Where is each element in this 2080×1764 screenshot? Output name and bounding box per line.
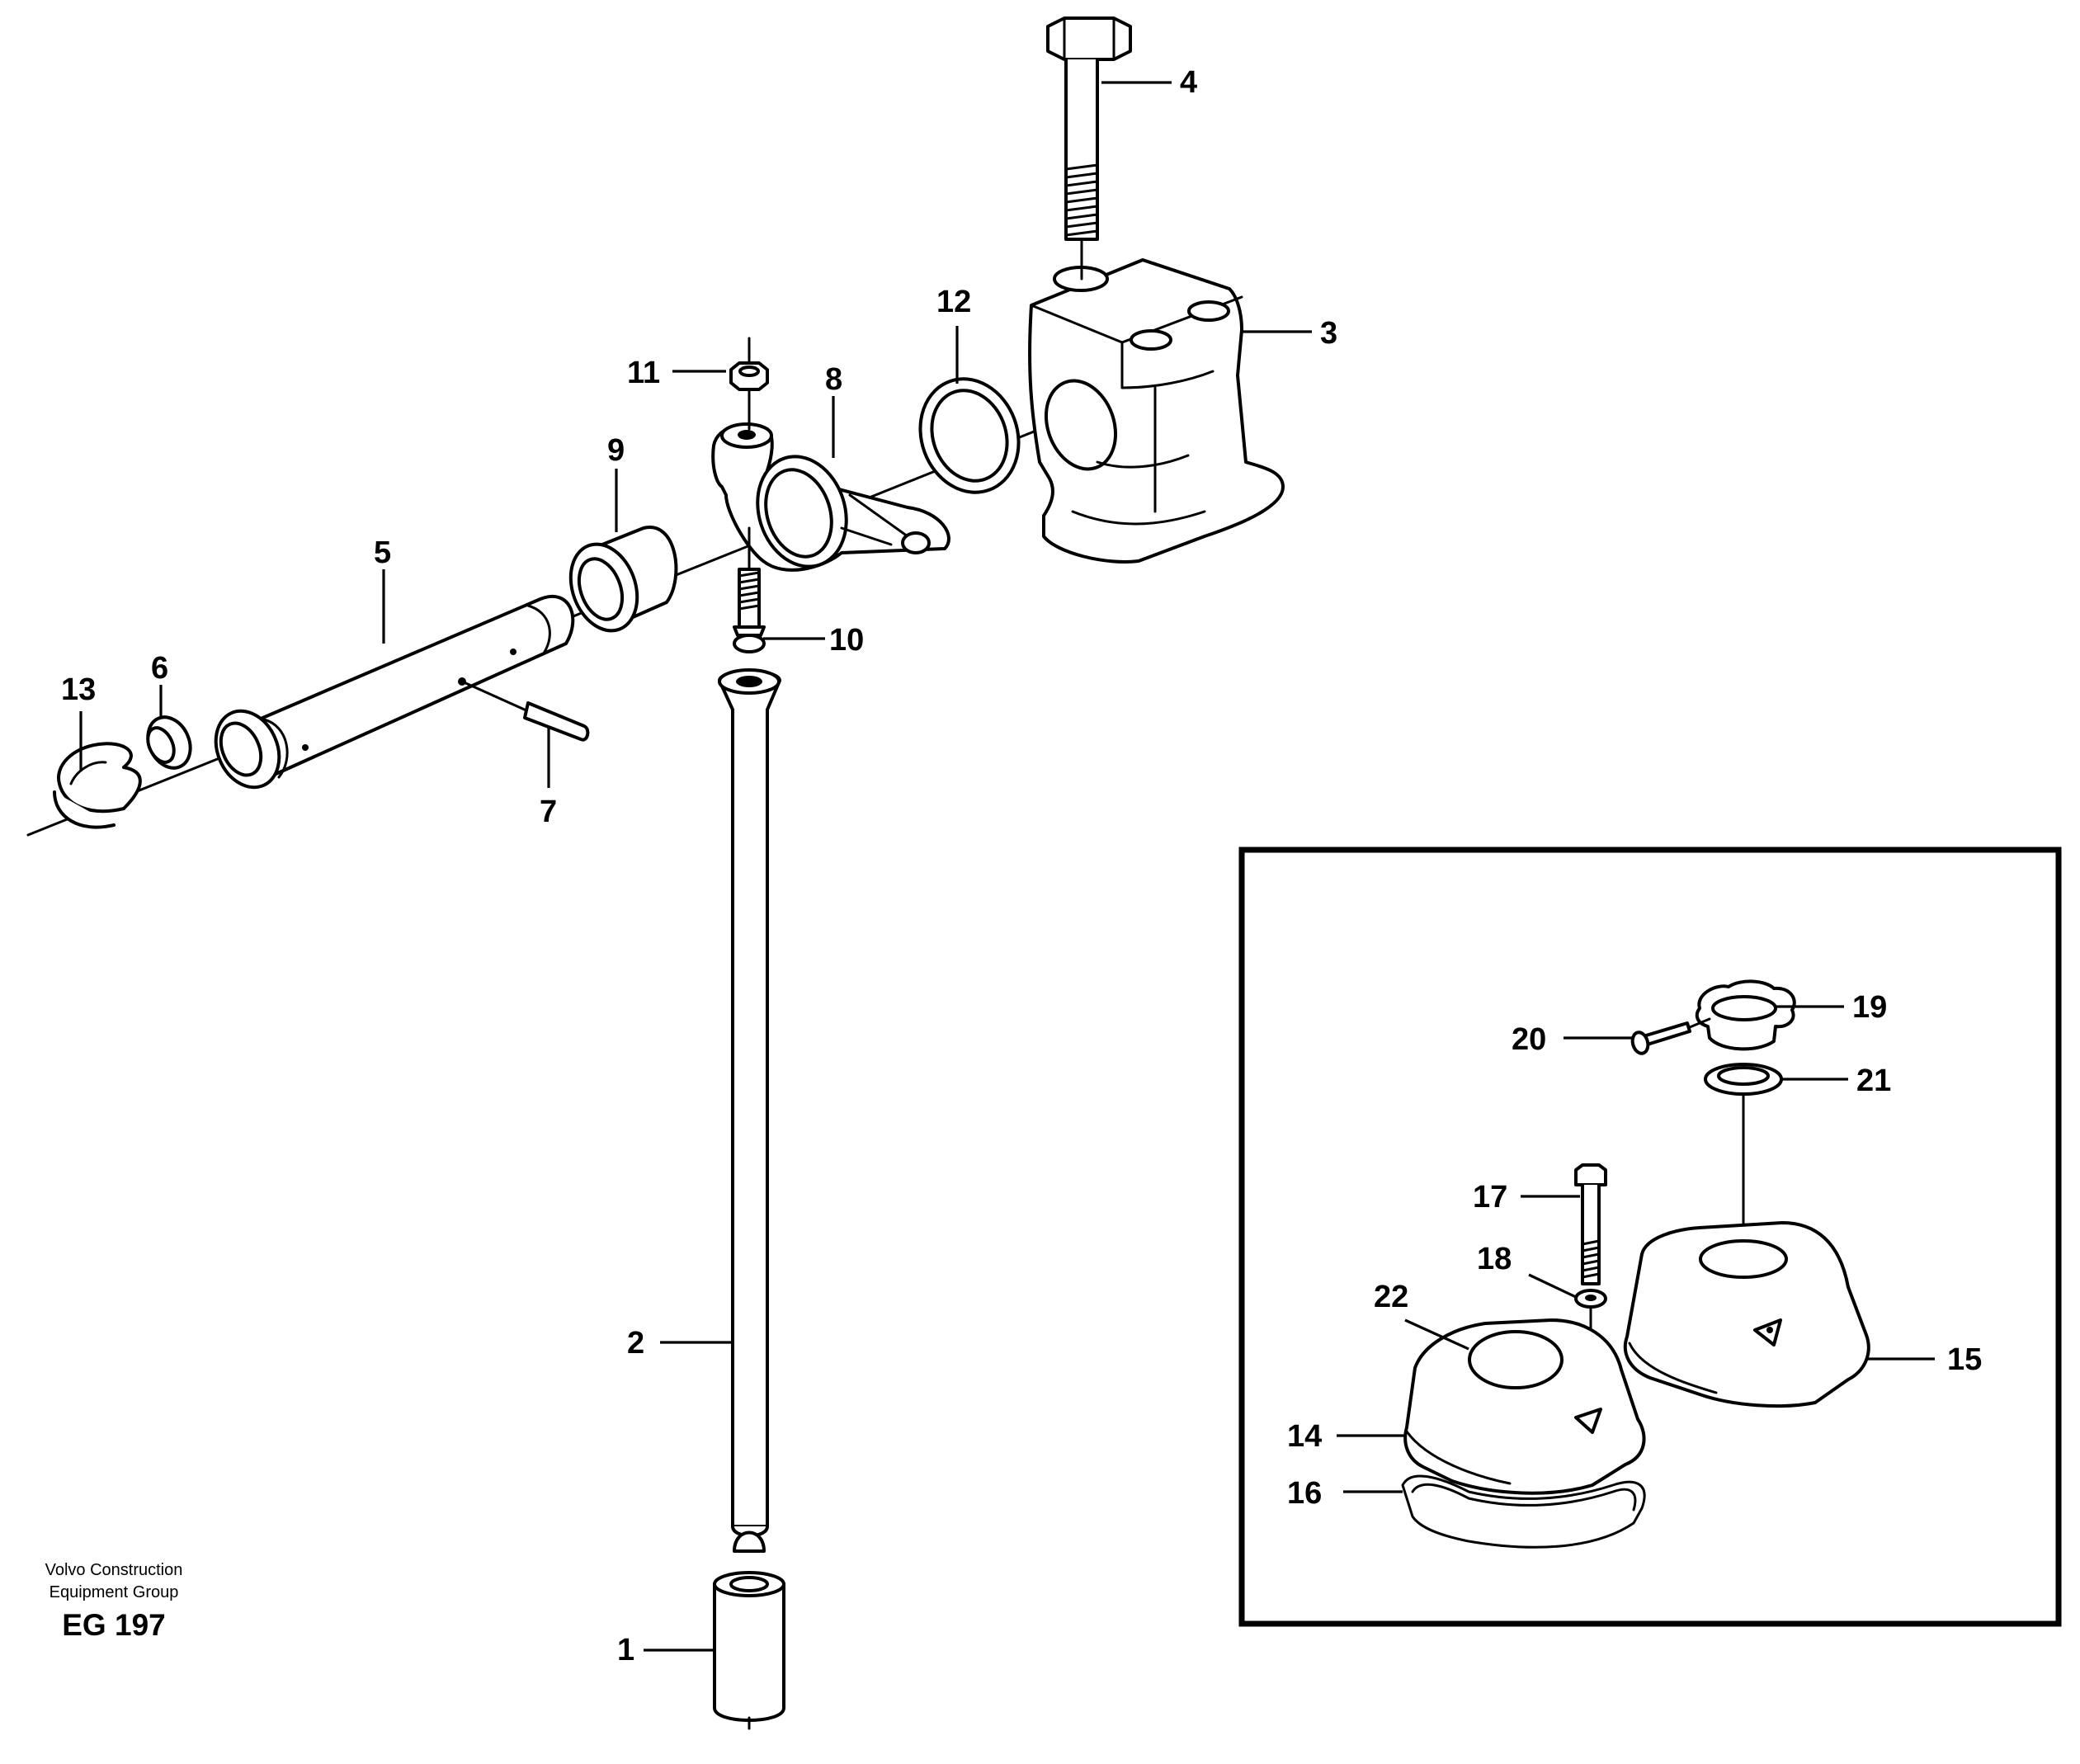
part-22-cover-plate [1468, 1330, 1564, 1389]
leader-lines [79, 81, 1935, 1652]
part-21-gasket [1704, 1063, 1783, 1239]
part-20-screw [1630, 1017, 1711, 1055]
brand-line-2: Equipment Group [50, 1583, 179, 1601]
part-12-seal-ring [918, 377, 1021, 494]
part-16-gasket [1401, 1474, 1646, 1549]
callout-21: 21 [1856, 1064, 1891, 1098]
callout-16: 16 [1287, 1476, 1322, 1511]
part-8-rocker-arm [711, 422, 950, 572]
callout-4: 4 [1180, 65, 1197, 100]
part-13-snap-ring [53, 742, 142, 829]
part-11-nut [729, 337, 769, 431]
callout-17: 17 [1473, 1180, 1507, 1215]
figure-code: EG 197 [62, 1608, 165, 1642]
part-14-rocker-cover [1403, 1318, 1646, 1495]
part-15-rocker-cover [1623, 1221, 1870, 1408]
callout-9: 9 [607, 433, 625, 468]
part-3-rocker-bracket [1028, 258, 1285, 564]
callout-22: 22 [1374, 1280, 1408, 1314]
callout-6: 6 [151, 651, 168, 686]
part-5-rocker-shaft [214, 595, 575, 790]
callout-19: 19 [1852, 990, 1887, 1025]
callout-7: 7 [540, 795, 557, 829]
callout-8: 8 [825, 362, 842, 397]
part-7-pin [460, 680, 590, 742]
callout-14: 14 [1287, 1419, 1322, 1454]
callout-2: 2 [627, 1326, 644, 1361]
part-9-bushing [568, 526, 678, 633]
part-17-bolt [1574, 1163, 1607, 1285]
callout-13: 13 [61, 672, 96, 707]
part-10-adjusting-screw [733, 526, 766, 653]
callout-1: 1 [617, 1633, 634, 1667]
part-19-filler-cap [1695, 979, 1796, 1051]
part-1-tappet [713, 1571, 785, 1730]
callout-3: 3 [1320, 316, 1337, 351]
part-2-push-rod [718, 668, 781, 1553]
brand-line-1: Volvo Construction [45, 1561, 183, 1579]
callout-12: 12 [936, 285, 971, 319]
inset-frame [1238, 847, 2062, 1627]
callout-15: 15 [1947, 1342, 1982, 1377]
callout-5: 5 [374, 535, 391, 570]
callout-11: 11 [627, 356, 660, 390]
part-4-bolt [1046, 17, 1132, 281]
callout-10: 10 [829, 623, 864, 658]
callout-20: 20 [1512, 1022, 1546, 1057]
callout-18: 18 [1477, 1242, 1512, 1276]
part-6-spacer-ring [146, 715, 192, 770]
